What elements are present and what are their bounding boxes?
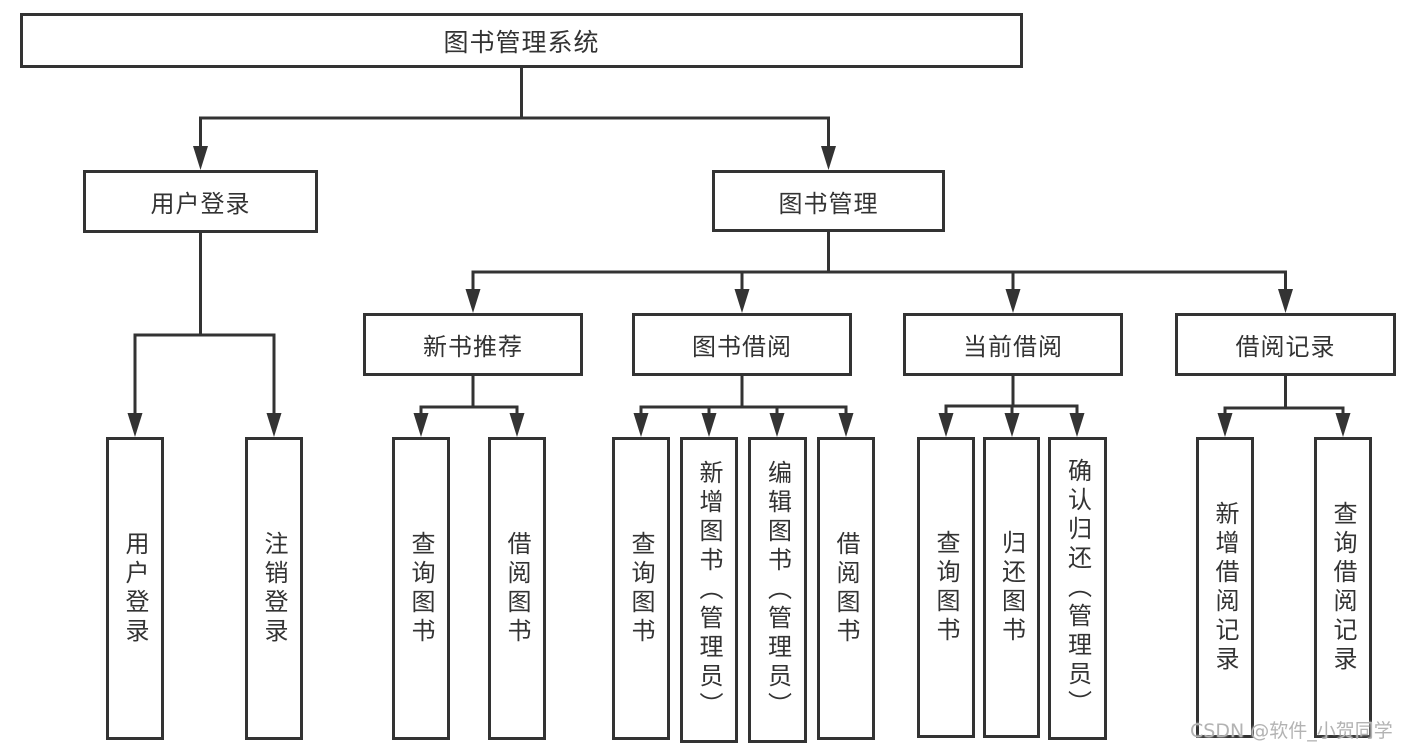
leaf-query-books-recommend: 查询图书 (392, 437, 450, 740)
node-label: 注销登录 (260, 530, 288, 647)
node-book-management: 图书管理 (712, 170, 945, 232)
node-library-management-system: 图书管理系统 (20, 13, 1023, 68)
node-label: 借阅图书 (832, 530, 860, 647)
leaf-query-borrow-record: 查询借阅记录 (1314, 437, 1372, 738)
node-book-borrowing: 图书借阅 (632, 313, 852, 376)
node-label: 当前借阅 (963, 333, 1063, 361)
leaf-borrow-books-recommend: 借阅图书 (488, 437, 546, 740)
node-user-login: 用户登录 (83, 170, 318, 233)
connector-new-book-rec-children (413, 376, 525, 437)
leaf-query-books-current: 查询图书 (917, 437, 975, 738)
node-label: 新书推荐 (423, 333, 523, 361)
node-label: 编辑图书（管理员） (763, 459, 792, 721)
node-label: 新增借阅记录 (1211, 500, 1239, 675)
connector-borrow-records-children (1217, 376, 1351, 437)
node-label: 借阅记录 (1235, 333, 1336, 361)
node-label: 图书管理 (778, 189, 879, 218)
leaf-confirm-return-admin: 确认归还（管理员） (1048, 437, 1107, 740)
leaf-borrow-books: 借阅图书 (817, 437, 875, 740)
node-label: 归还图书 (997, 529, 1026, 646)
node-label: 查询图书 (627, 530, 655, 647)
connector-book-borrow-children (633, 376, 854, 437)
node-label: 确认归还（管理员） (1063, 458, 1092, 719)
node-label: 查询图书 (932, 529, 960, 646)
leaf-add-borrow-record: 新增借阅记录 (1196, 437, 1254, 738)
node-label: 用户登录 (150, 190, 251, 218)
connector-user-login-children (127, 233, 282, 437)
node-label: 图书借阅 (692, 333, 792, 361)
leaf-edit-books-admin: 编辑图书（管理员） (748, 437, 807, 743)
node-label: 新增图书（管理员） (695, 459, 723, 721)
csdn-watermark: CSDN @软件_小贺同学 (1190, 720, 1393, 742)
connector-book-management-children (465, 232, 1293, 313)
leaf-query-books-borrow: 查询图书 (612, 437, 670, 740)
node-label: 用户登录 (121, 530, 149, 647)
connector-root-to-level2 (193, 68, 836, 170)
connector-current-borrow-children (938, 376, 1085, 437)
leaf-return-books: 归还图书 (983, 437, 1040, 738)
leaf-logout: 注销登录 (245, 437, 303, 740)
node-label: 查询图书 (407, 530, 435, 647)
leaf-add-books-admin: 新增图书（管理员） (680, 437, 738, 743)
node-label: 查询借阅记录 (1329, 500, 1357, 675)
leaf-user-login: 用户登录 (106, 437, 164, 740)
node-label: 借阅图书 (503, 530, 531, 647)
node-current-borrowing: 当前借阅 (903, 313, 1123, 376)
node-new-book-recommendation: 新书推荐 (363, 313, 583, 376)
node-label: 图书管理系统 (443, 27, 600, 57)
node-borrowing-records: 借阅记录 (1175, 313, 1396, 376)
